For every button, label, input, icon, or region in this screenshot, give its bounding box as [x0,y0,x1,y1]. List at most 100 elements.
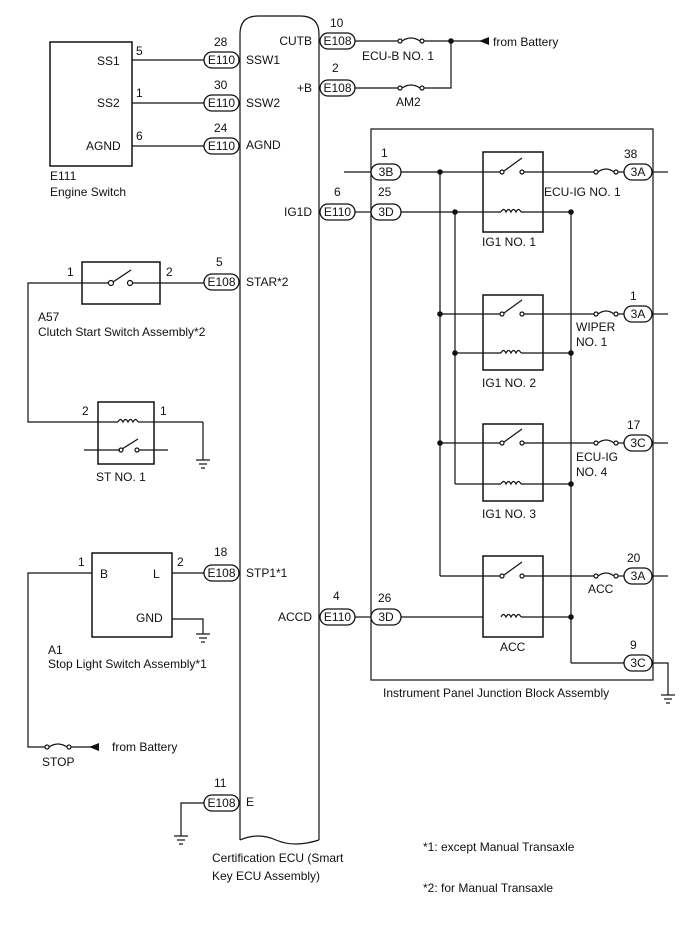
fuse-ecu-ig4-line1: ECU-IG [576,450,618,464]
connector-label: 3D [378,205,394,219]
ecu-terminal-e: E [246,795,254,809]
stop-switch-code: A1 [48,643,63,657]
connector-label: 3C [630,436,646,450]
relay-ig1-no2 [482,294,544,371]
clutch-pin2: 2 [166,265,173,279]
ecu-b-fuse-name: ECU-B NO. 1 [362,49,434,63]
engine-switch-pin-ss1: 5 [136,44,143,58]
st-relay-pin-right: 1 [160,404,167,418]
ecu-label-line2: Key ECU Assembly) [212,869,320,883]
ecu-terminal-cutb: CUTB [279,34,312,48]
note-2: *2: for Manual Transaxle [423,881,553,895]
relay-ig1-no1-name: IG1 NO. 1 [482,235,536,249]
stop-fuse: from Battery STOP [42,740,177,769]
connector-label: 3B [379,165,394,179]
am2-fuse-name: AM2 [396,95,421,109]
ecu-pin-ssw1: 28 [214,35,228,49]
engine-switch-term-ss1: SS1 [97,54,120,68]
jb-out-pin-ecu-ig4: 17 [627,418,641,432]
ecu-terminal-accd: ACCD [278,610,312,624]
stop-switch-term-l: L [153,567,160,581]
engine-switch-term-ss2: SS2 [97,96,120,110]
ecu-pin-plus-b: 2 [332,61,339,75]
note-1: *1: except Manual Transaxle [423,840,575,854]
connector-label: 3A [631,165,646,179]
ecu-pin-agnd: 24 [214,121,228,135]
st-relay-name: ST NO. 1 [96,470,146,484]
ecu-terminal-stp1: STP1*1 [246,566,288,580]
connector-label: 3C [630,656,646,670]
connector-label: 3A [631,307,646,321]
ecu-ground: 11 E108 E [174,776,254,845]
ecu-pin-ssw2: 30 [214,78,228,92]
stop-switch-term-b: B [100,567,108,581]
engine-switch-name: Engine Switch [50,185,126,199]
clutch-pin1: 1 [67,265,74,279]
relay-ig1-no1 [482,151,544,233]
ecu-terminal-ssw2: SSW2 [246,96,280,110]
ecu-terminal-star: STAR*2 [246,275,289,289]
relay-acc-name: ACC [500,640,526,654]
engine-switch-code: E111 [50,169,77,183]
st-no1-relay: 2 1 ST NO. 1 [82,401,210,484]
jb-pin-3d-acc: 26 [378,591,392,605]
ecu-label-line1: Certification ECU (Smart [212,851,344,865]
connector-pill [203,94,240,112]
connector-label: E110 [324,205,351,219]
st-relay-pin-left: 2 [82,404,89,418]
clutch-switch-code: A57 [38,310,60,324]
fuse-wiper-line1: WIPER [576,320,616,334]
battery-fuses: from Battery ECU-B NO. 1 AM2 [355,35,558,109]
ecu-pin-e: 11 [214,776,227,790]
battery-source-label: from Battery [493,35,558,49]
connector-pill [203,273,240,291]
connector-label: E108 [323,34,351,48]
stop-switch-body [91,552,173,638]
ecu-terminal-ig1d: IG1D [284,205,312,219]
connector-label: 3D [378,610,394,624]
stop-fuse-name: STOP [42,755,74,769]
ecu-right-pins: CUTB 10 E108 +B 2 E108 IG1D 6 E110 ACCD … [278,16,356,626]
connector-label: E108 [323,81,351,95]
connector-pill [203,137,240,155]
ecu-pin-ig1d: 6 [334,185,341,199]
connector-label: E110 [208,53,235,67]
jb-out-pin-ecu-ig1: 38 [624,147,638,161]
connector-label: E108 [207,796,235,810]
ecu-pin-accd: 4 [333,589,340,603]
relay-acc [482,555,544,638]
junction-dot [568,209,574,215]
ecu-terminal-plus-b: +B [297,81,312,95]
jb-pin-3b: 1 [381,146,388,160]
fuse-acc: ACC [588,582,614,596]
connector-pill [203,51,240,69]
jb-pin-3d-ig: 25 [378,185,392,199]
ecu-terminal-ssw1: SSW1 [246,53,280,67]
clutch-start-switch: 1 2 5 E108 STAR*2 A57 Clutch Start Switc… [27,255,289,423]
junction-block-name: Instrument Panel Junction Block Assembly [383,686,609,700]
junction-block: Instrument Panel Junction Block Assembly… [344,128,675,704]
relay-ig1-no3 [482,423,544,502]
relay-ig1-no2-name: IG1 NO. 2 [482,376,536,390]
ecu-terminal-agnd: AGND [246,138,281,152]
fuse-ecu-ig-no1: ECU-IG NO. 1 [544,185,621,199]
connector-label: E108 [207,566,235,580]
connector-pill [203,564,240,582]
engine-switch-body [49,41,133,167]
engine-switch: E111 Engine Switch SS1 5 28 E110 SSW1 SS… [49,35,281,199]
junction-block-border [370,128,654,681]
engine-switch-term-agnd: AGND [86,139,121,153]
engine-switch-pin-agnd: 6 [136,129,143,143]
jb-out-pin-wiper: 1 [630,289,637,303]
connector-label: E108 [207,275,235,289]
fuse-wiper-line2: NO. 1 [576,335,608,349]
ecu-pin-star: 5 [216,255,223,269]
fuse-ecu-ig4-line2: NO. 4 [576,465,608,479]
st-relay-body [97,401,155,465]
connector-label: E110 [208,139,235,153]
ecu-pin-stp1: 18 [214,545,228,559]
stop-light-switch: B L GND 1 2 18 E108 STP1*1 A1 Stop Light… [27,545,288,748]
connector-label: E110 [324,610,351,624]
ecu-pin-cutb: 10 [330,16,344,30]
stop-fuse-source: from Battery [112,740,177,754]
